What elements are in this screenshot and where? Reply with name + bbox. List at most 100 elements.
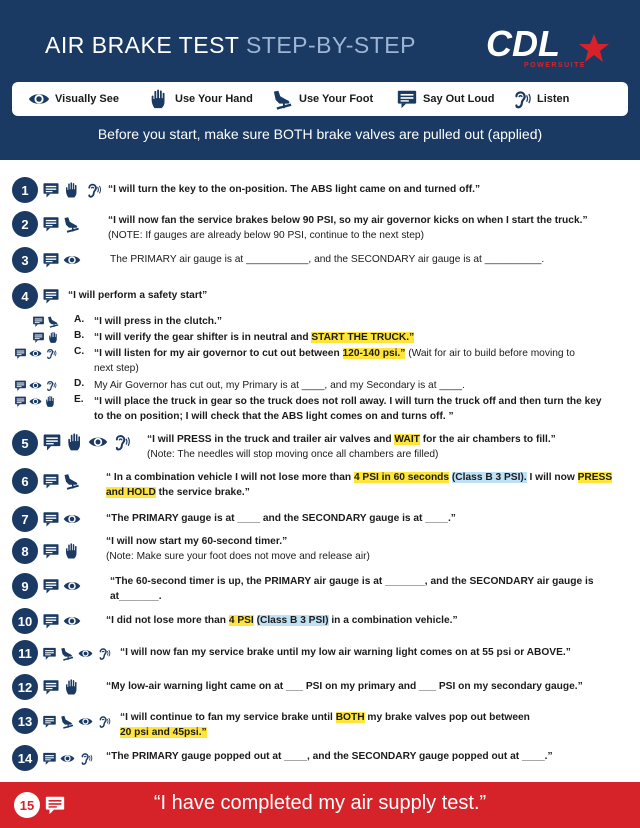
step-icons (32, 331, 60, 344)
step-number: 1 (12, 177, 38, 203)
hand-icon (63, 542, 81, 560)
step-icons (42, 472, 81, 490)
eye-icon (63, 510, 81, 528)
step-number: 4 (12, 283, 38, 309)
step-text: “I will continue to fan my service brake… (120, 712, 530, 738)
speech-icon (42, 181, 60, 199)
hand-icon (65, 432, 85, 452)
eye-icon (63, 612, 81, 630)
before-start-instruction: Before you start, make sure BOTH brake v… (97, 126, 543, 142)
speech-icon (42, 510, 60, 528)
eye-icon (28, 88, 50, 110)
step-icons (42, 714, 111, 729)
step-number: 7 (12, 506, 38, 532)
eye-icon (29, 379, 42, 392)
hand-icon (63, 181, 81, 199)
step-text: “My low-air warning light came on at ___… (106, 681, 583, 692)
hand-icon (148, 88, 170, 110)
step-text: “The 60-second timer is up, the PRIMARY … (110, 576, 594, 602)
ear-icon (44, 347, 57, 360)
speech-icon (32, 315, 45, 328)
speech-icon (14, 395, 27, 408)
hand-icon (63, 678, 81, 696)
step-icons (42, 181, 102, 199)
hand-icon (47, 331, 60, 344)
eye-icon (29, 347, 42, 360)
step-text: The PRIMARY air gauge is at ___________,… (110, 254, 545, 265)
ear-icon (510, 88, 532, 110)
step-icons (42, 678, 81, 696)
ear-icon (44, 379, 57, 392)
step-icons (42, 287, 60, 305)
step-number: 10 (12, 608, 38, 634)
ear-icon (96, 646, 111, 661)
step-icons (42, 577, 81, 595)
step-number: 8 (12, 538, 38, 564)
eye-icon (88, 432, 108, 452)
step-icons (42, 510, 81, 528)
page-header: AIR BRAKE TEST STEP-BY-STEP CDL POWERSUI… (0, 0, 640, 160)
step-icons (32, 315, 60, 328)
speech-icon (32, 331, 45, 344)
speech-icon (14, 347, 27, 360)
step-icons (42, 751, 93, 766)
ear-icon (111, 432, 131, 452)
step-text: “I will now fan the service brakes below… (108, 215, 588, 241)
step-text: “I will PRESS in the truck and trailer a… (147, 434, 556, 460)
sub-step-text: “I will press in the clutch.” (94, 316, 222, 327)
step-icons (42, 251, 81, 269)
sub-step-letter: E. (74, 394, 84, 405)
sub-step-letter: C. (74, 346, 85, 357)
speech-icon (42, 751, 57, 766)
speech-icon (42, 287, 60, 305)
step-icons (42, 542, 81, 560)
speech-icon (42, 577, 60, 595)
foot-icon (272, 88, 294, 110)
step-number: 3 (12, 247, 38, 273)
step-number: 2 (12, 211, 38, 237)
step-number: 6 (12, 468, 38, 494)
eye-icon (63, 577, 81, 595)
step-icons (14, 379, 57, 392)
sub-step-text: “I will place the truck in gear so the t… (94, 396, 602, 422)
step-text: “The PRIMARY gauge popped out at ____, a… (106, 751, 553, 762)
sub-step-letter: A. (74, 314, 85, 325)
foot-icon (47, 315, 60, 328)
eye-icon (60, 751, 75, 766)
footer-final-step: 15 “I have completed my air supply test.… (0, 782, 640, 828)
step-number: 14 (12, 745, 38, 771)
icon-legend: Visually See Use Your Hand Use Your Foot… (12, 82, 628, 116)
cdl-powersuite-logo: CDL POWERSUITE (486, 23, 609, 69)
step-text: “I will turn the key to the on-position.… (108, 184, 481, 195)
speech-icon (42, 612, 60, 630)
step-text: “I did not lose more than 4 PSI (Class B… (106, 615, 458, 626)
speech-icon (42, 646, 57, 661)
speech-icon (45, 796, 65, 815)
step-text: “ In a combination vehicle I will not lo… (106, 472, 613, 498)
speech-icon (42, 678, 60, 696)
foot-icon (63, 472, 81, 490)
sub-step-letter: B. (74, 330, 85, 341)
step-icons (14, 395, 57, 408)
step-number: 15 (14, 792, 40, 818)
sub-step-text: “I will verify the gear shifter is in ne… (94, 332, 415, 343)
speech-icon (42, 432, 62, 452)
sub-step-text: “I will listen for my air governor to cu… (94, 348, 575, 374)
step-icons (14, 347, 57, 360)
sub-step-letter: D. (74, 378, 85, 389)
eye-icon (63, 251, 81, 269)
legend-use-hand: Use Your Hand (148, 88, 253, 110)
speech-icon (396, 88, 418, 110)
speech-icon (42, 542, 60, 560)
sub-step-text: My Air Governor has cut out, my Primary … (94, 380, 465, 391)
ear-icon (84, 181, 102, 199)
step-text: “The PRIMARY gauge is at ____ and the SE… (106, 513, 456, 524)
eye-icon (78, 714, 93, 729)
step-text: “I will perform a safety start” (68, 290, 208, 301)
step-icons (42, 432, 131, 452)
svg-text:CDL: CDL (486, 23, 560, 64)
step-icons (42, 612, 81, 630)
step-number: 9 (12, 573, 38, 599)
legend-visually-see: Visually See (28, 88, 119, 110)
step-icons (42, 646, 111, 661)
